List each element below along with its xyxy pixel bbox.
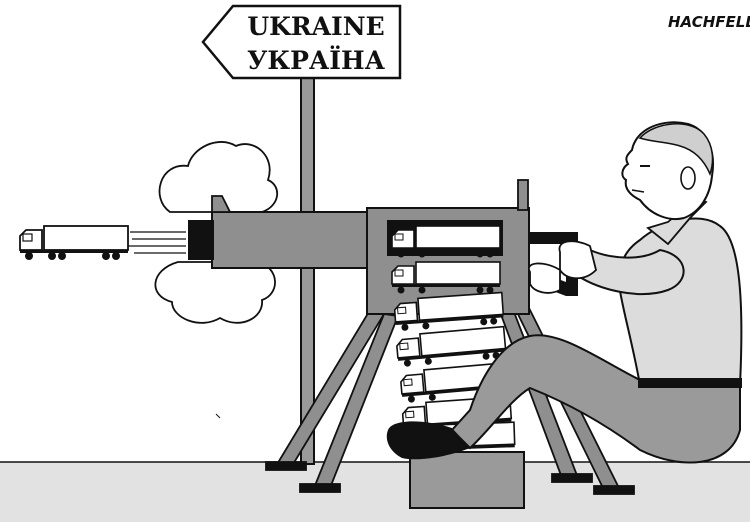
belt-truck: [393, 291, 505, 331]
machine-gun-barrel: [188, 195, 369, 269]
muzzle-smoke: [154, 141, 278, 324]
belt-truck: [391, 225, 501, 258]
trousers: [450, 334, 741, 464]
ground: [0, 462, 750, 522]
shirt: [616, 217, 743, 386]
shoe: [386, 421, 470, 460]
sign-text-ukrainian: УКРАЇНА: [247, 46, 386, 75]
belt-truck: [396, 325, 507, 367]
sign-text-english: UKRAINE: [247, 12, 384, 41]
seated-man: [386, 121, 743, 464]
belt-truck: [391, 261, 501, 294]
direction-sign: UKRAINE УКРАЇНА: [201, 4, 402, 80]
fired-truck: [19, 225, 129, 260]
stray-mark: [215, 413, 221, 419]
speed-lines: [128, 231, 186, 254]
hand-trigger: [528, 262, 561, 294]
hand-front: [558, 240, 597, 280]
artist-signature: HACHFELD: [668, 13, 750, 31]
belt: [638, 378, 742, 388]
ammo-box: [409, 451, 525, 509]
hair: [638, 123, 714, 177]
arm: [576, 248, 685, 296]
ear: [680, 166, 696, 190]
mouth: [631, 189, 645, 193]
